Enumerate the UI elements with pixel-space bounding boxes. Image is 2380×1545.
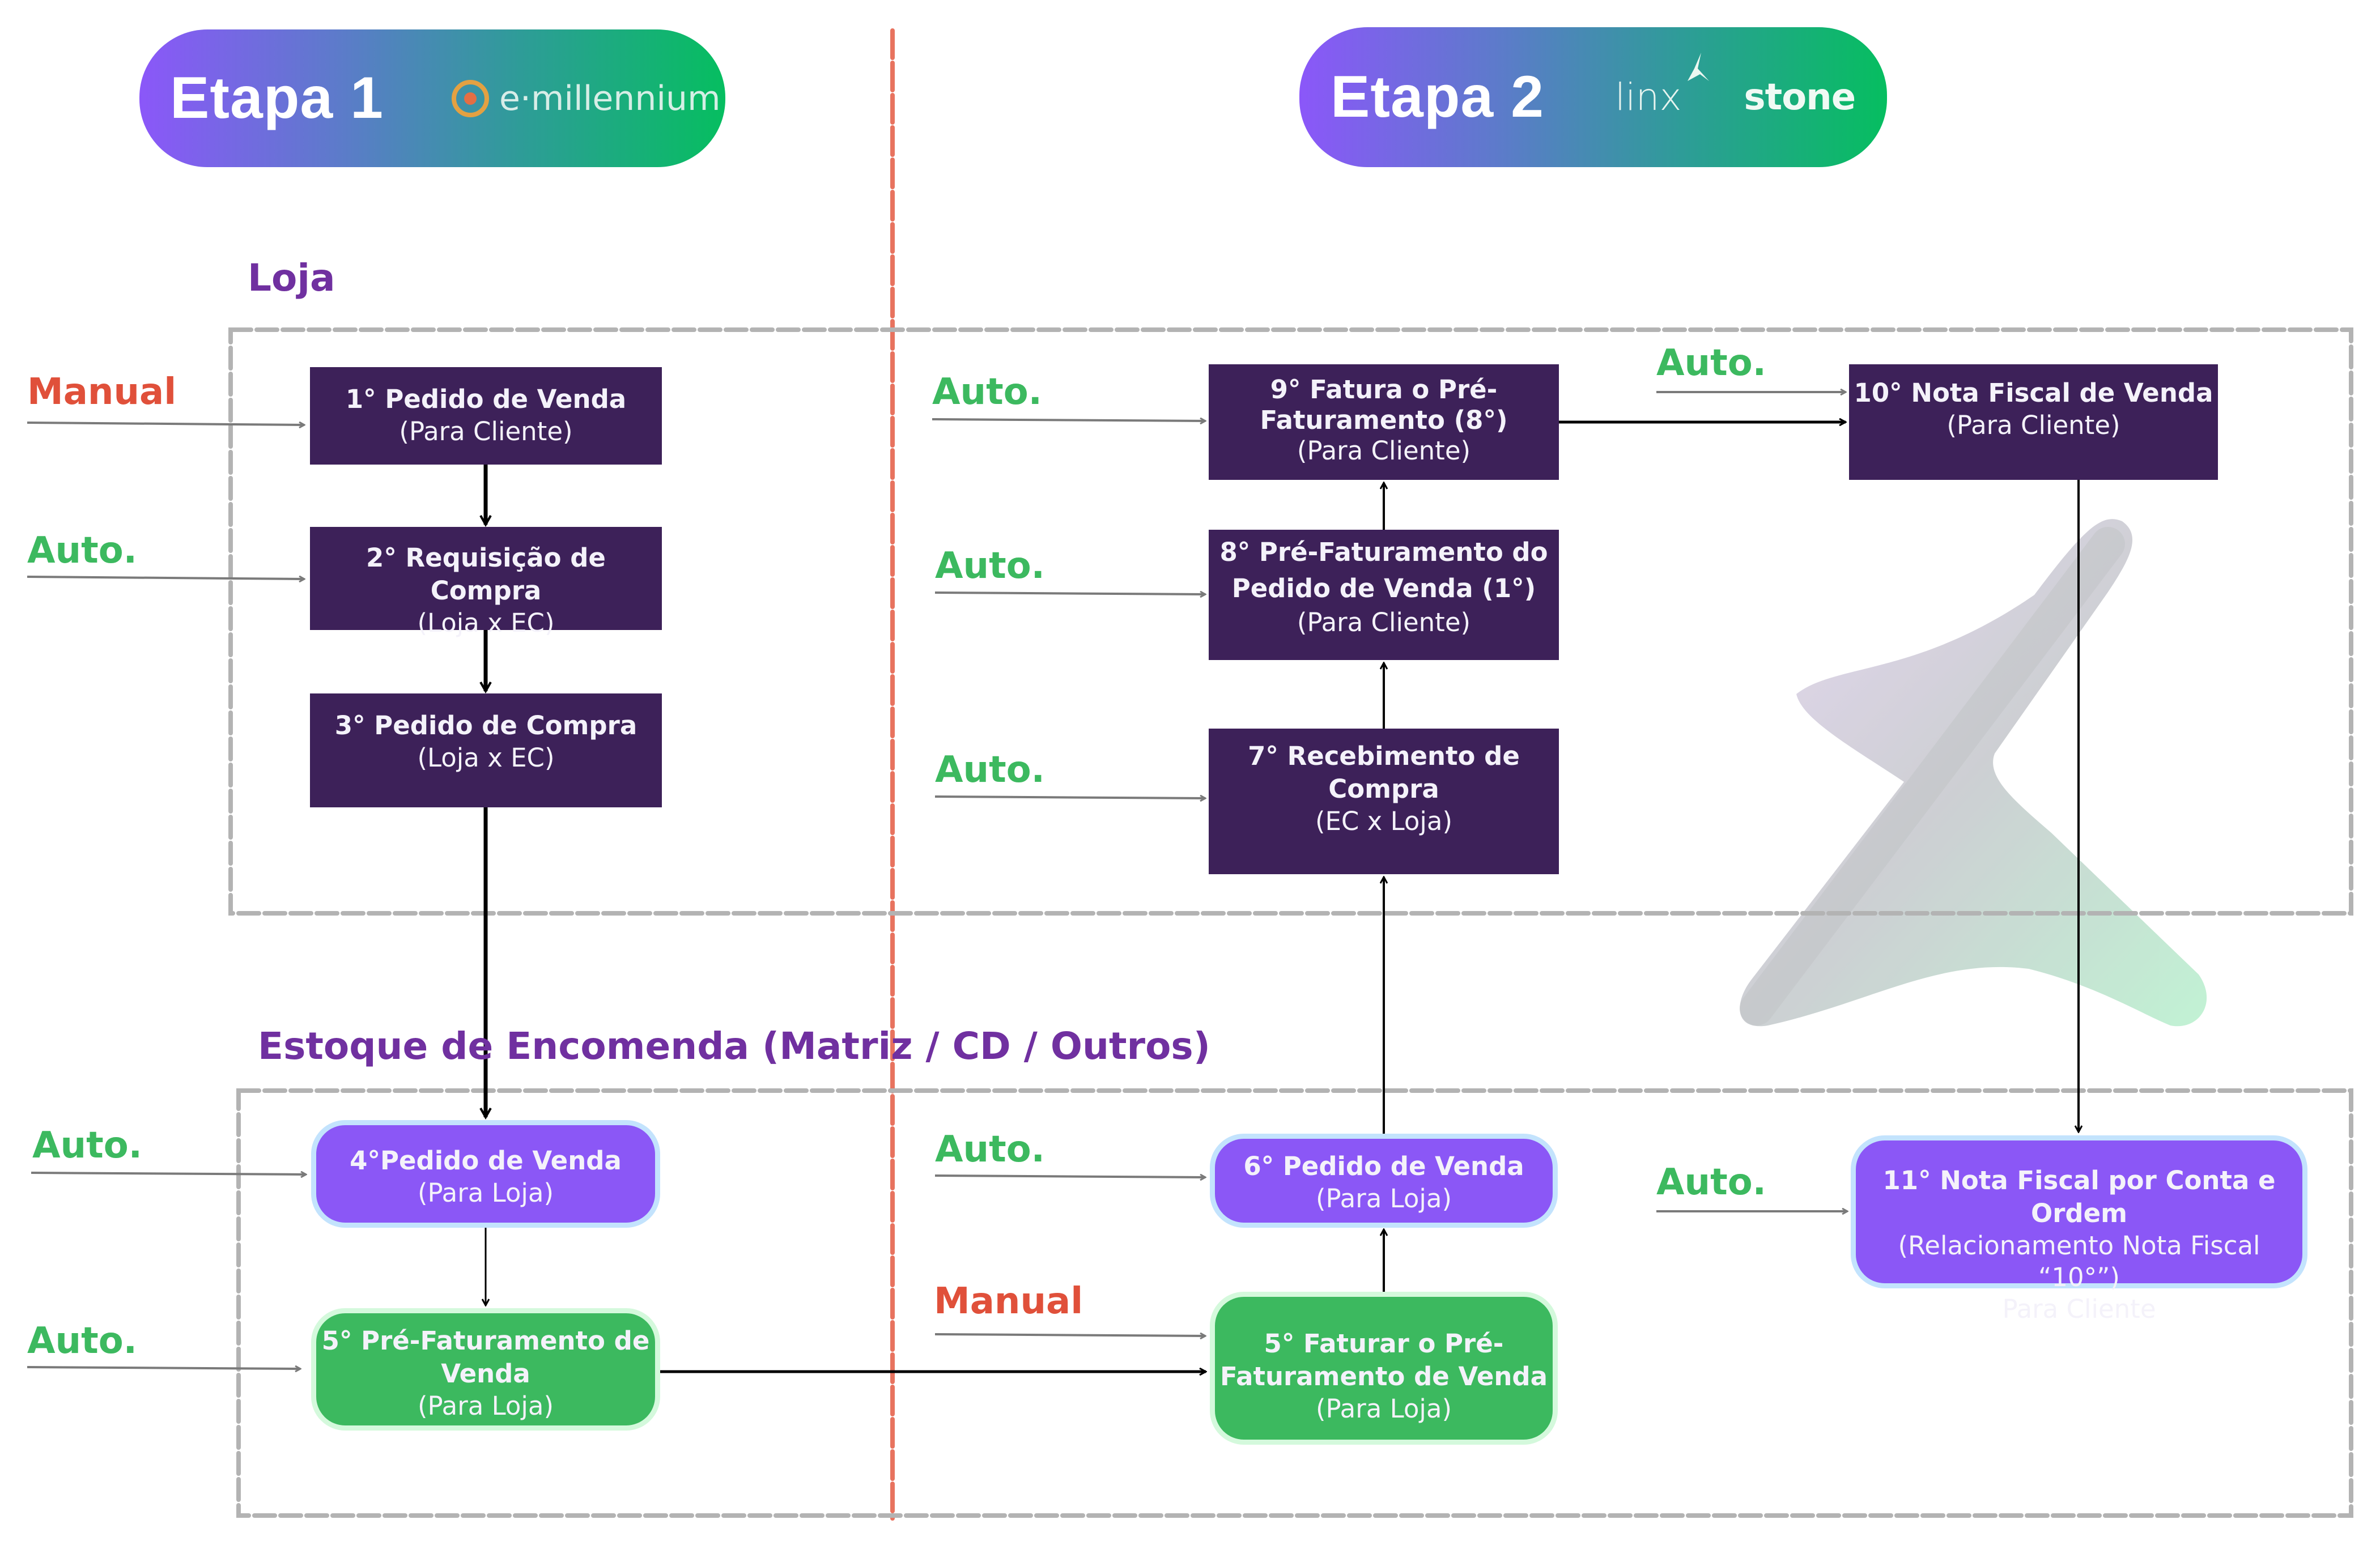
step-10-nota-fiscal-de-venda[interactable]: 10° Nota Fiscal de Venda (Para Cliente) <box>1849 364 2218 480</box>
step-11-title: 11° Nota Fiscal por Conta e Ordem <box>1882 1165 2276 1228</box>
step-4-subtitle: (Para Loja) <box>417 1178 554 1208</box>
step-10-subtitle: (Para Cliente) <box>1946 410 2120 440</box>
trigger-arrow-1 <box>27 423 304 425</box>
step-3-title: 3° Pedido de Compra <box>334 710 638 740</box>
stage-2-title: Etapa 2 <box>1331 64 1544 130</box>
step-10-title: 10° Nota Fiscal de Venda <box>1854 378 2213 408</box>
linx-logo-icon <box>1687 53 1709 81</box>
step-3-pedido-de-compra[interactable]: 3° Pedido de Compra (Loja x EC) <box>310 693 662 807</box>
trigger-arrow-2 <box>27 577 304 579</box>
step-1-subtitle: (Para Cliente) <box>399 416 573 446</box>
trigger-tag-8: Auto. <box>935 545 1045 587</box>
step-5a-subtitle: (Para Loja) <box>417 1391 554 1421</box>
step-4-title: 4°Pedido de Venda <box>350 1146 622 1176</box>
linx-logo-text: linx <box>1614 75 1682 119</box>
step-9-fatura-pre-faturamento[interactable]: 9° Fatura o Pré- Faturamento (8°) (Para … <box>1209 364 1559 480</box>
trigger-tag-9: Auto. <box>932 371 1042 413</box>
group-estoque-border <box>236 1088 2353 1518</box>
step-8-subtitle: (Para Cliente) <box>1297 607 1471 637</box>
trigger-arrow-5a <box>27 1367 300 1369</box>
step-3-subtitle: (Loja x EC) <box>417 743 555 773</box>
step-6-subtitle: (Para Loja) <box>1315 1184 1452 1214</box>
trigger-tag-1: Manual <box>27 371 177 413</box>
stage-1-title: Etapa 1 <box>170 65 384 131</box>
trigger-arrow-6 <box>934 1176 1205 1177</box>
decorative-3d-shape <box>1740 519 2207 1027</box>
step-5a-pre-faturamento[interactable]: 5° Pré-Faturamento de Venda (Para Loja) <box>311 1308 660 1431</box>
trigger-tag-5b: Manual <box>934 1280 1083 1322</box>
section-title-estoque: Estoque de Encomenda (Matriz / CD / Outr… <box>258 1024 1210 1068</box>
step-4-pedido-de-venda[interactable]: 4°Pedido de Venda (Para Loja) <box>311 1120 660 1228</box>
step-1-title: 1° Pedido de Venda <box>345 384 627 414</box>
trigger-tag-6: Auto. <box>935 1129 1045 1171</box>
trigger-arrows <box>27 392 1847 1369</box>
step-7-title: 7° Recebimento de Compra <box>1248 741 1520 804</box>
linx-logo: linx <box>1614 53 1709 119</box>
step-2-requisicao-de-compra[interactable]: 2° Requisição de Compra (Loja x EC) <box>310 527 662 638</box>
section-title-loja: Loja <box>248 256 335 300</box>
trigger-arrow-7 <box>934 797 1205 798</box>
stone-logo: stone <box>1744 76 1856 118</box>
step-5b-title: 5° Faturar o Pré- Faturamento de Venda <box>1219 1329 1548 1391</box>
group-loja-border <box>228 327 2353 916</box>
step-1-pedido-de-venda[interactable]: 1° Pedido de Venda (Para Cliente) <box>310 367 662 465</box>
step-5b-faturar-pre-faturamento[interactable]: 5° Faturar o Pré- Faturamento de Venda (… <box>1210 1292 1558 1445</box>
flow-arrows <box>486 422 2079 1372</box>
step-5a-title: 5° Pré-Faturamento de Venda <box>321 1326 650 1389</box>
trigger-arrow-5b <box>934 1334 1205 1336</box>
step-2-subtitle: (Loja x EC) <box>417 608 555 638</box>
trigger-tag-11: Auto. <box>1656 1161 1766 1203</box>
step-9-subtitle: (Para Cliente) <box>1297 436 1471 466</box>
stage-2-header: Etapa 2 linx stone <box>1299 27 1887 167</box>
step-8-pre-faturamento-pedido[interactable]: 8° Pré-Faturamento do Pedido de Venda (1… <box>1209 530 1559 660</box>
emillennium-logo: e·millennium <box>451 78 721 118</box>
step-11-subtitle: (Relacionamento Nota Fiscal “10°”) Para … <box>1898 1231 2260 1324</box>
step-6-title: 6° Pedido de Venda <box>1243 1151 1524 1181</box>
step-11-nota-fiscal-conta-ordem[interactable]: 11° Nota Fiscal por Conta e Ordem (Relac… <box>1851 1135 2307 1324</box>
emillennium-logo-text: e·millennium <box>499 78 721 118</box>
step-6-pedido-de-venda[interactable]: 6° Pedido de Venda (Para Loja) <box>1210 1134 1558 1228</box>
step-5b-subtitle: (Para Loja) <box>1315 1394 1452 1424</box>
step-7-recebimento-de-compra[interactable]: 7° Recebimento de Compra (EC x Loja) <box>1209 729 1559 874</box>
trigger-arrow-9 <box>932 419 1205 421</box>
emillennium-logo-icon <box>451 79 489 117</box>
trigger-tag-7: Auto. <box>935 749 1045 791</box>
trigger-arrow-4 <box>31 1173 306 1174</box>
step-2-title: 2° Requisição de Compra <box>366 543 606 606</box>
trigger-tag-5a: Auto. <box>27 1320 137 1362</box>
step-9-title: 9° Fatura o Pré- Faturamento (8°) <box>1260 374 1508 435</box>
step-7-subtitle: (EC x Loja) <box>1315 806 1453 836</box>
step-8-title: 8° Pré-Faturamento do Pedido de Venda (1… <box>1219 537 1548 603</box>
stage-1-header: Etapa 1 e·millennium <box>139 29 725 167</box>
trigger-tag-4: Auto. <box>32 1125 142 1167</box>
trigger-tag-2: Auto. <box>27 530 137 572</box>
trigger-arrow-8 <box>934 593 1205 594</box>
trigger-tag-10: Auto. <box>1656 342 1766 384</box>
